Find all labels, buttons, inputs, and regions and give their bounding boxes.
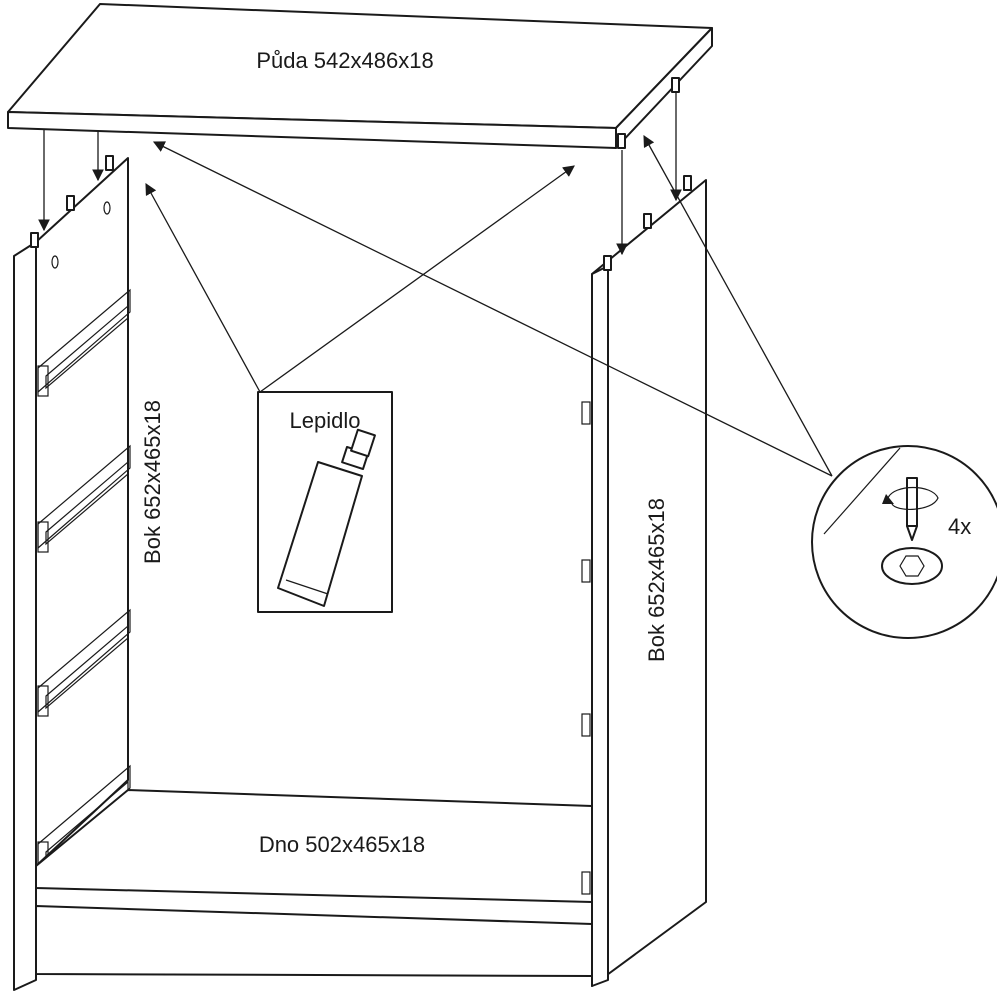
drawer-runner-3 [37, 608, 131, 717]
screw-arrows [152, 134, 833, 477]
left-side-label: Bok 652x465x18 [140, 400, 165, 564]
glue-tube-icon [277, 428, 376, 607]
glue-arrows [145, 165, 575, 393]
left-side-panel [13, 155, 129, 991]
drawer-runner-2 [37, 444, 131, 553]
glue-label: Lepidlo [290, 408, 361, 433]
bottom-panel-label: Dno 502x465x18 [259, 832, 425, 857]
right-side-panel [581, 175, 707, 987]
right-side-label: Bok 652x465x18 [644, 498, 669, 662]
screw-detail-circle: 4x [811, 445, 997, 639]
bottom-panel [35, 789, 593, 977]
top-panel [7, 3, 713, 149]
screwdriver-rotate-icon [882, 477, 939, 541]
dowel-arrows [38, 77, 682, 256]
screw-cap-icon [881, 547, 943, 585]
top-panel-label: Půda 542x486x18 [256, 48, 433, 73]
glue-box: Lepidlo [257, 391, 393, 613]
drawer-runner-1 [37, 288, 131, 397]
screw-count: 4x [948, 514, 971, 539]
